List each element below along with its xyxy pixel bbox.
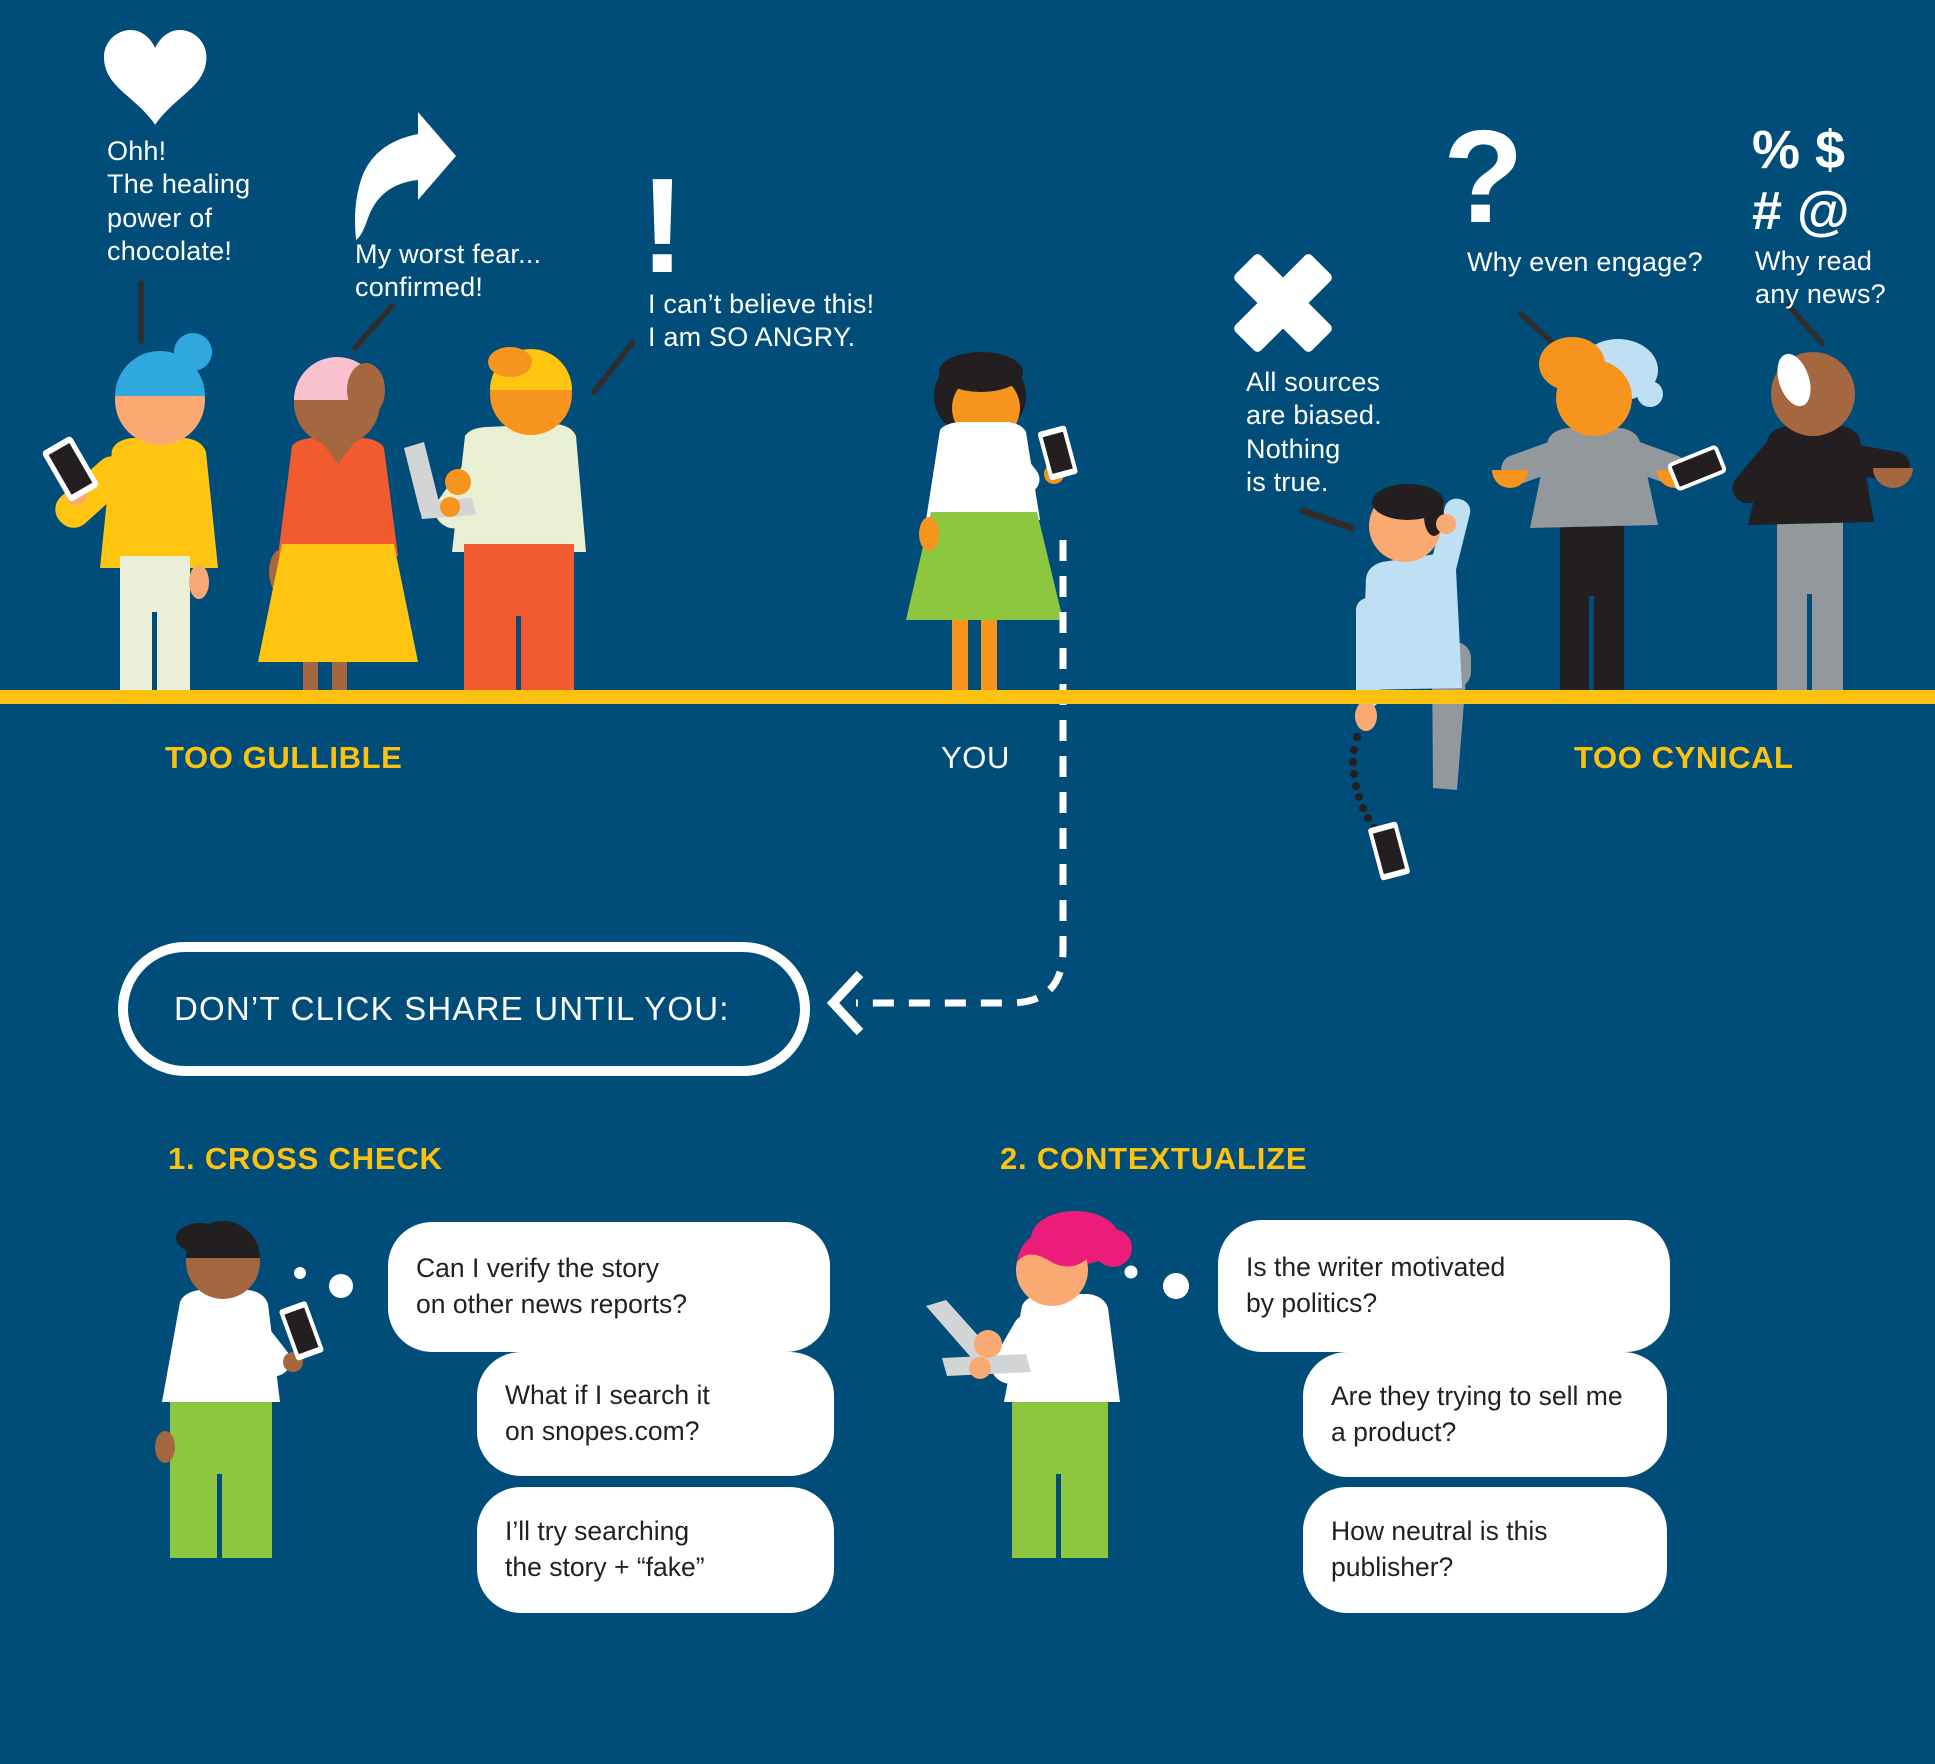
person-cynical-shrug (1492, 337, 1727, 692)
thought-dots-cross-check (294, 1267, 353, 1298)
quote-angry: I can’t believe this! I am SO ANGRY. (648, 289, 875, 353)
arrowhead-icon (826, 970, 864, 1036)
laptop-icon (404, 442, 440, 512)
cross-icon (1234, 254, 1332, 352)
symbols-icon-row1: % $ (1752, 120, 1845, 180)
section-heading-cross-check: 1. CROSS CHECK (168, 1141, 443, 1176)
quote-engage: Why even engage? (1467, 247, 1703, 277)
symbols-icon-row2: # @ (1752, 181, 1850, 241)
callout-text: DON’T CLICK SHARE UNTIL YOU: (174, 990, 730, 1027)
person-contextualize (926, 1211, 1132, 1558)
label-you: YOU (941, 740, 1010, 775)
dropped-phone-icon (1368, 821, 1410, 881)
person-cynical-elder (1732, 352, 1913, 692)
person-you (906, 352, 1078, 694)
phone-icon (1037, 425, 1078, 481)
thought-dots-contextualize (1124, 1265, 1189, 1299)
spectrum-line (0, 690, 1935, 704)
exclamation-icon: ! (640, 150, 685, 301)
speech-bubble: How neutral is this publisher? (1303, 1487, 1667, 1613)
question-icon: ? (1443, 103, 1524, 250)
speech-bubble: Is the writer motivated by politics? (1218, 1220, 1670, 1352)
leader-line-news (1785, 302, 1825, 346)
section-heading-contextualize: 2. CONTEXTUALIZE (1000, 1141, 1308, 1176)
person-gullible-angry (404, 347, 586, 692)
leader-line-engage (1518, 311, 1556, 346)
quote-chocolate: Ohh! The healing power of chocolate! (107, 136, 251, 267)
quote-fear: My worst fear... confirmed! (355, 239, 542, 303)
heart-icon (104, 30, 207, 125)
person-gullible-share (258, 357, 418, 692)
person-gullible-chocolate (42, 333, 218, 692)
callout-pill: DON’T CLICK SHARE UNTIL YOU: (118, 942, 810, 1076)
share-arrow-icon (355, 112, 456, 240)
person-cynical-sitting (1355, 484, 1471, 790)
quote-news: Why read any news? (1755, 246, 1886, 310)
dashed-connector (856, 540, 1067, 1007)
leader-line-angry (591, 339, 636, 395)
quote-biased: All sources are biased. Nothing is true. (1246, 367, 1382, 498)
phone-icon (42, 436, 99, 502)
label-too-gullible: TOO GULLIBLE (165, 740, 403, 775)
speech-bubble: I’ll try searching the story + “fake” (477, 1487, 834, 1613)
phone-icon (1667, 445, 1727, 491)
leader-lines (138, 280, 1825, 532)
speech-bubble: What if I search it on snopes.com? (477, 1352, 834, 1476)
phone-icon (279, 1301, 324, 1361)
speech-bubble: Are they trying to sell me a product? (1303, 1352, 1667, 1477)
label-too-cynical: TOO CYNICAL (1574, 740, 1794, 775)
leader-line-biased (1299, 507, 1356, 532)
dropped-phone-trail (1349, 733, 1378, 832)
person-cross-check (155, 1221, 324, 1558)
leader-line-fear (352, 303, 395, 351)
speech-bubble: Can I verify the story on other news rep… (388, 1222, 830, 1352)
